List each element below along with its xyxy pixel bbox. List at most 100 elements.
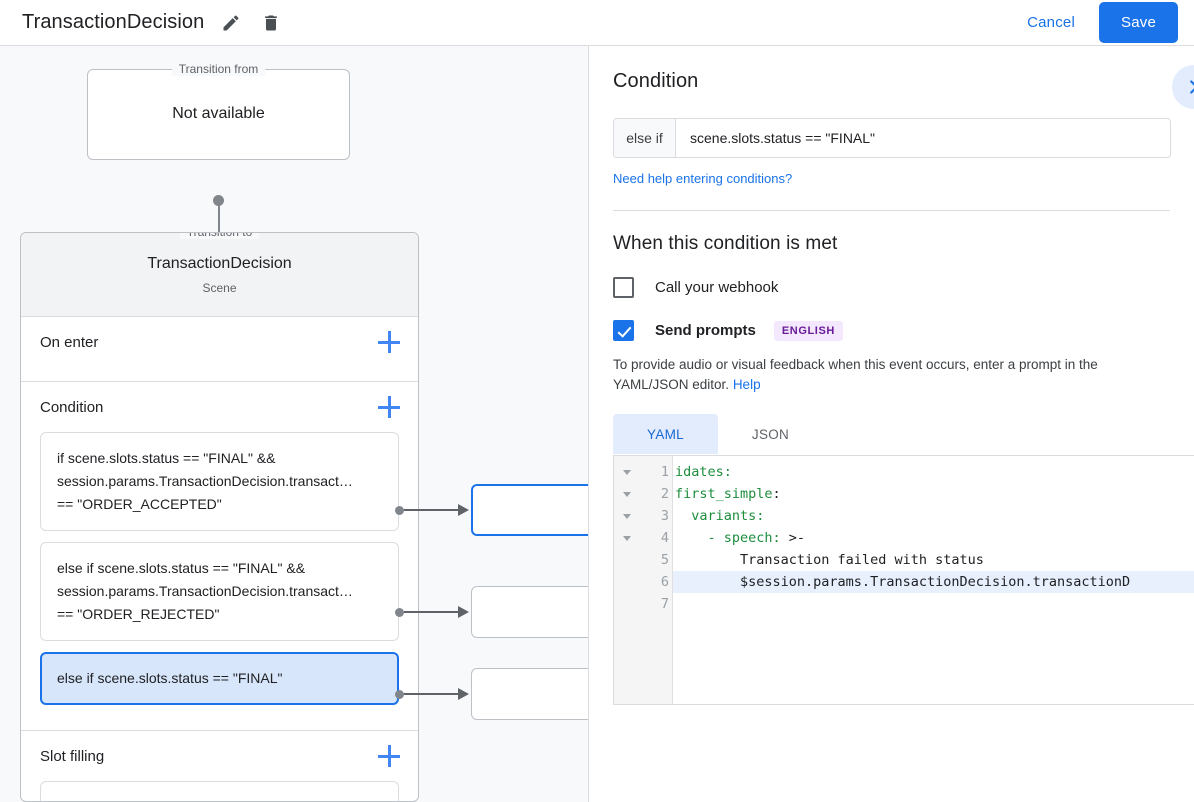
chevron-down-icon[interactable] [623, 469, 631, 475]
section-condition: Condition if scene.slots.status == "FINA… [21, 382, 418, 731]
condition-connector-line [404, 693, 458, 695]
chevron-right-icon[interactable] [1172, 65, 1194, 109]
transition-to-header: TransactionDecision Scene [21, 233, 418, 317]
page-title: TransactionDecision [22, 11, 205, 33]
condition-connector-dot [395, 690, 404, 699]
editor-code-line[interactable]: - speech: >- [673, 527, 1194, 549]
transition-from-node[interactable]: Transition from Not available [87, 62, 350, 160]
condition-item-line: else if scene.slots.status == "FINAL" && [57, 560, 306, 576]
send-prompts-row[interactable]: Send prompts ENGLISH [613, 320, 1170, 341]
editor-code-line[interactable]: $session.params.TransactionDecision.tran… [673, 571, 1194, 593]
send-prompts-checkbox[interactable] [613, 320, 634, 341]
cancel-button[interactable]: Cancel [1013, 6, 1089, 39]
transition-to-legend: Transition to [179, 233, 260, 239]
section-slot-filling-title: Slot filling [40, 747, 105, 765]
condition-target-node[interactable] [471, 484, 588, 536]
condition-target-node[interactable] [471, 668, 588, 720]
condition-connector-line [404, 611, 458, 613]
add-slot-filling-icon[interactable] [378, 745, 400, 767]
editor-line-number: 6 [660, 574, 669, 590]
section-divider [613, 210, 1170, 211]
condition-item[interactable]: else if scene.slots.status == "FINAL" &&… [40, 542, 399, 641]
editor-fold-cell[interactable] [614, 527, 640, 549]
prompt-description-text: To provide audio or visual feedback when… [613, 357, 1098, 392]
language-badge: ENGLISH [773, 320, 843, 341]
pencil-icon[interactable] [218, 10, 244, 36]
chevron-down-icon[interactable] [623, 535, 631, 541]
help-link[interactable]: Help [732, 377, 761, 392]
slot-validation-item[interactable]: Slot validation [40, 781, 399, 801]
condition-list: if scene.slots.status == "FINAL" && sessi… [21, 432, 418, 705]
condition-input-row[interactable]: else if [613, 118, 1171, 158]
section-condition-title: Condition [40, 398, 104, 416]
section-slot-filling: Slot filling Slot validation [21, 731, 418, 801]
condition-connector-arrow-icon [458, 606, 469, 618]
topbar-actions: Cancel Save [1013, 2, 1194, 43]
condition-item-line: if scene.slots.status == "FINAL" && [57, 450, 276, 466]
condition-connector-dot [395, 506, 404, 515]
chevron-down-icon[interactable] [623, 513, 631, 519]
editor-line-number: 2 [660, 486, 669, 502]
editor-format-tabs: YAML JSON [613, 414, 1170, 454]
save-button[interactable]: Save [1099, 2, 1178, 43]
editor-code-line[interactable]: Transaction failed with status [675, 552, 984, 568]
condition-item-line: == "ORDER_ACCEPTED" [57, 496, 222, 512]
editor-code-line[interactable]: first_simple: [673, 483, 1194, 505]
condition-item-line: session.params.TransactionDecision.trans… [57, 583, 353, 599]
editor-code-line[interactable]: variants: [673, 505, 1194, 527]
editor-fold-cell [614, 571, 640, 593]
chevron-down-icon[interactable] [623, 491, 631, 497]
yaml-key-token: variants: [675, 508, 765, 524]
when-met-heading: When this condition is met [613, 233, 838, 254]
editor-line-number: 5 [660, 552, 669, 568]
transition-to-node[interactable]: Transition to TransactionDecision Scene … [20, 232, 419, 802]
webhook-row[interactable]: Call your webhook [613, 277, 1170, 298]
transition-from-value: Not available [172, 105, 265, 122]
add-on-enter-icon[interactable] [378, 331, 400, 353]
editor-line-number: 3 [660, 508, 669, 524]
editor-fold-cell [614, 549, 640, 571]
yaml-rest-token: >- [780, 530, 806, 546]
condition-expression-input[interactable] [676, 119, 1170, 157]
flow-connector-line [218, 201, 220, 257]
section-on-enter-title: On enter [40, 333, 99, 351]
editor-fold-cell[interactable] [614, 505, 640, 527]
editor-code-line[interactable]: idates: [673, 461, 1194, 483]
yaml-key-token: idates: [675, 464, 732, 480]
flow-connector-dot [213, 195, 224, 206]
prompt-description: To provide audio or visual feedback when… [613, 355, 1173, 395]
call-webhook-checkbox[interactable] [613, 277, 634, 298]
condition-connector-arrow-icon [458, 688, 469, 700]
condition-connector-dot [395, 608, 404, 617]
condition-item[interactable]: else if scene.slots.status == "FINAL" [40, 652, 399, 705]
condition-item[interactable]: if scene.slots.status == "FINAL" &&sessi… [40, 432, 399, 531]
trash-icon[interactable] [258, 10, 284, 36]
tab-yaml[interactable]: YAML [613, 414, 718, 454]
editor-fold-cell[interactable] [614, 483, 640, 505]
yaml-key-token: first_simple [675, 486, 773, 502]
editor-code-area[interactable]: idates: first_simple: variants: - speech:… [673, 456, 1194, 704]
transition-to-title: TransactionDecision [147, 255, 292, 272]
condition-details-panel: Condition else if Need help entering con… [588, 46, 1194, 802]
editor-line-number: 4 [660, 530, 669, 546]
condition-target-node[interactable] [471, 586, 588, 638]
editor-fold-cell [614, 593, 640, 615]
condition-prefix-chip: else if [614, 119, 676, 157]
call-webhook-label: Call your webhook [655, 279, 779, 296]
when-condition-met-section: When this condition is met Call your web… [589, 211, 1194, 705]
scene-graph-canvas[interactable]: Transition from Not available Transition… [0, 46, 588, 802]
condition-connector-line [404, 509, 458, 511]
condition-section: Condition else if Need help entering con… [589, 46, 1194, 211]
condition-help-link[interactable]: Need help entering conditions? [613, 171, 793, 186]
add-condition-icon[interactable] [378, 396, 400, 418]
editor-code-line[interactable] [673, 593, 1194, 615]
editor-fold-cell[interactable] [614, 461, 640, 483]
condition-item-line: == "ORDER_REJECTED" [57, 606, 220, 622]
transition-to-subtitle: Scene [202, 281, 237, 295]
yaml-key-token: - speech: [675, 530, 781, 546]
condition-heading: Condition [613, 70, 699, 92]
tab-json[interactable]: JSON [751, 426, 790, 442]
transition-from-legend: Transition from [171, 62, 266, 76]
